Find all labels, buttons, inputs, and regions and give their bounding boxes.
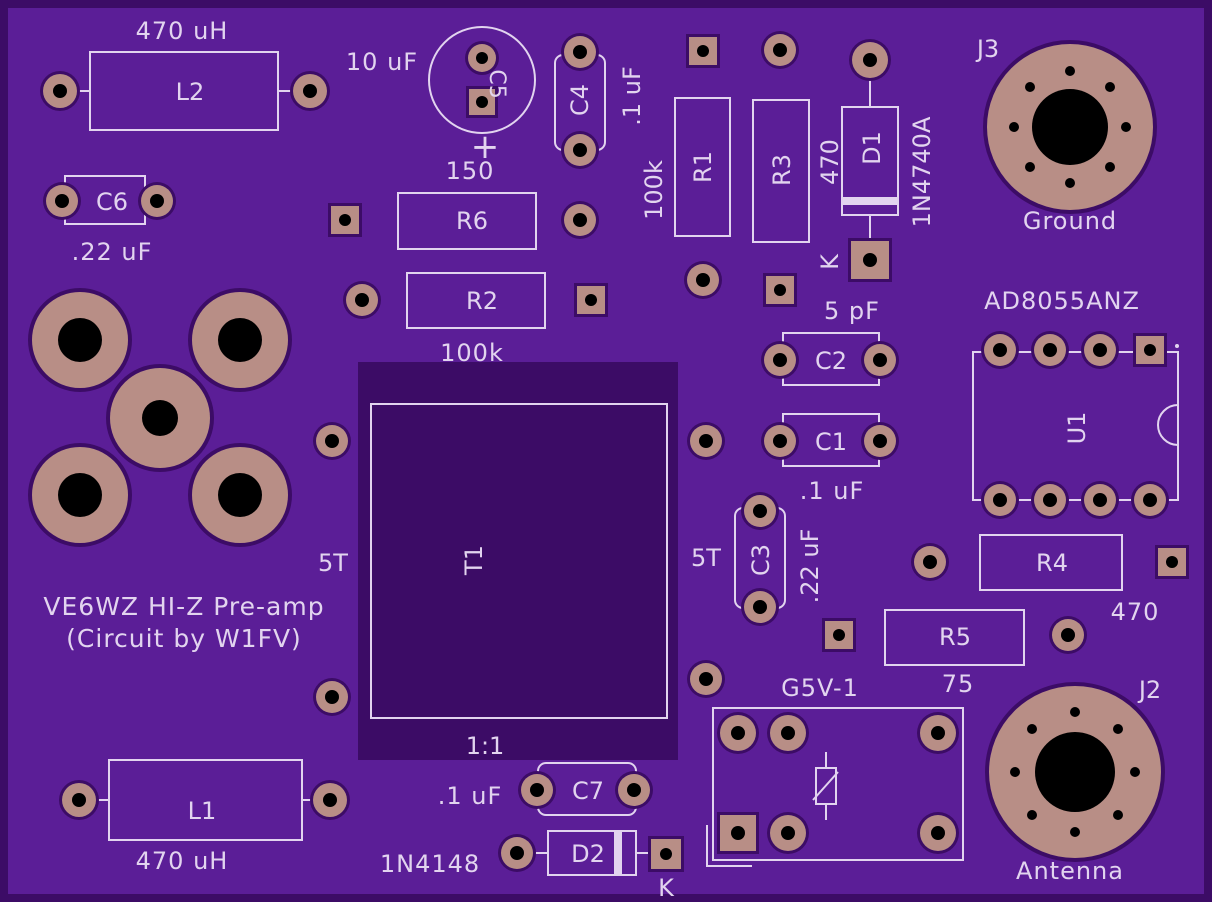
u1-value: AD8055ANZ	[984, 287, 1140, 315]
c7-value: .1 uF	[438, 782, 503, 810]
resistor-r1: R1 100k	[640, 34, 731, 299]
resistor-r5: R5 75	[822, 609, 1087, 698]
r6-ref: R6	[456, 207, 488, 235]
c6-value: .22 uF	[72, 238, 153, 266]
l1-ref: L1	[188, 797, 217, 825]
capacitor-c2: C2 5 pF	[761, 297, 899, 386]
inductor-l1: L1 470 uH	[59, 759, 350, 875]
r5-value: 75	[942, 670, 975, 698]
k1-value: G5V-1	[781, 674, 859, 702]
t1-winding-left: 5T	[318, 549, 348, 577]
r1-value: 100k	[640, 160, 668, 220]
capacitor-c5: C5 + 10 uF	[346, 26, 536, 167]
connector-j3: J3 Ground	[975, 35, 1157, 235]
c5-polarity: +	[471, 127, 500, 167]
r1-ref: R1	[689, 151, 717, 183]
resistor-r4: R4 470	[911, 534, 1189, 626]
c3-ref: C3	[747, 544, 775, 576]
capacitor-c3: C3 .22 uF	[734, 492, 824, 626]
r2-ref: R2	[466, 287, 498, 315]
d1-value: 1N4740A	[908, 116, 936, 227]
capacitor-c1: C1 .1 uF	[761, 413, 899, 505]
diode-d2: D2 1N4148 K	[380, 830, 684, 902]
t1-ref: T1	[460, 545, 488, 576]
connector-j2: J2 Antenna	[985, 676, 1165, 885]
transformer-t1: T1 1:1 5T 5T	[313, 362, 725, 760]
resistor-r3: R3 470	[752, 31, 844, 307]
t1-ratio: 1:1	[466, 732, 505, 760]
c5-ref: C5	[484, 69, 509, 98]
r3-value: 470	[816, 139, 844, 185]
ic-u1: U1 AD8055ANZ	[972, 287, 1179, 519]
c3-value: .22 uF	[796, 529, 824, 604]
board-title-line2: (Circuit by W1FV)	[66, 624, 302, 653]
r6-value: 150	[446, 157, 495, 185]
capacitor-c6: C6 .22 uF	[43, 175, 176, 266]
c5-value: 10 uF	[346, 48, 418, 76]
diode-d1: D1 1N4740A K	[816, 39, 936, 282]
t1-winding-right: 5T	[691, 544, 721, 572]
d2-cathode-mark: K	[658, 874, 675, 902]
board-title-line1: VE6WZ HI-Z Pre-amp	[43, 592, 324, 621]
j2-label: Antenna	[1016, 857, 1124, 885]
c4-value: .1 uF	[618, 66, 646, 126]
left-connector-footprint	[28, 288, 292, 547]
capacitor-c7: C7 .1 uF	[438, 762, 653, 816]
r5-ref: R5	[939, 623, 971, 651]
u1-ref: U1	[1063, 412, 1091, 445]
c2-ref: C2	[815, 347, 847, 375]
j3-ref: J3	[975, 35, 999, 63]
relay-k1: G5V-1	[706, 674, 964, 867]
d2-ref: D2	[571, 840, 605, 868]
c1-ref: C1	[815, 428, 847, 456]
r4-ref: R4	[1036, 549, 1068, 577]
c1-value: .1 uF	[800, 477, 865, 505]
capacitor-c4: C4 .1 uF	[554, 33, 646, 169]
j3-label: Ground	[1023, 207, 1117, 235]
l1-value: 470 uH	[136, 847, 229, 875]
r4-value: 470	[1111, 598, 1160, 626]
inductor-l2: L2 470 uH	[40, 17, 330, 131]
r3-ref: R3	[768, 154, 796, 186]
c4-ref: C4	[566, 84, 594, 116]
j2-ref: J2	[1137, 676, 1161, 704]
c6-ref: C6	[96, 188, 128, 216]
d1-cathode-mark: K	[816, 253, 844, 270]
resistor-r6: R6 150	[328, 157, 599, 250]
c2-value: 5 pF	[824, 297, 880, 325]
d1-ref: D1	[858, 131, 886, 165]
l2-value: 470 uH	[136, 17, 229, 45]
d2-value: 1N4148	[380, 850, 480, 878]
l2-ref: L2	[176, 78, 205, 106]
c7-ref: C7	[572, 777, 604, 805]
